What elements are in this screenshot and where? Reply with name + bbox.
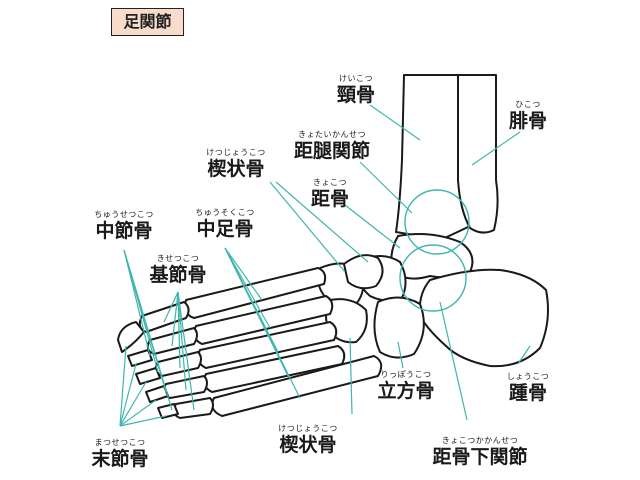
label-cuneiform-bottom-ruby: けつじょうこつ — [278, 424, 338, 433]
joint-circles — [399, 189, 470, 312]
label-distal-phalanx-text: 末節骨 — [91, 448, 149, 470]
label-middle-phalanx: ちゅうせつこつ 中節骨 — [84, 210, 164, 242]
label-fibula-text: 腓骨 — [508, 110, 547, 132]
label-proximal-phalanx-text: 基節骨 — [149, 264, 207, 286]
label-distal-phalanx-ruby: まつせつこつ — [94, 438, 146, 447]
label-tibia-text: 頸骨 — [336, 84, 375, 106]
distal-phalanx-1 — [117, 321, 145, 353]
label-tibia: けいこつ 頸骨 — [326, 74, 386, 106]
label-calcaneus-ruby: しょうこつ — [506, 372, 550, 381]
label-cuneiform-bottom: けつじょうこつ 楔状骨 — [268, 424, 348, 456]
label-cuboid-ruby: りっぽうこつ — [380, 370, 432, 379]
label-cuboid-text: 立方骨 — [377, 380, 435, 402]
label-middle-phalanx-text: 中節骨 — [95, 220, 153, 242]
label-cuneiform-top-text: 楔状骨 — [207, 158, 265, 180]
label-subtalar-joint: きょこつかかんせつ 距骨下関節 — [420, 436, 540, 468]
label-talocrural-joint: きょたいかんせつ 距腿関節 — [284, 130, 380, 162]
label-distal-phalanx: まつせつこつ 末節骨 — [80, 438, 160, 470]
label-proximal-phalanx-ruby: きせつこつ — [156, 254, 200, 263]
talocrural-joint-circle — [404, 189, 470, 255]
cuneiform-bone-3 — [343, 254, 384, 290]
subtalar-joint-circle — [399, 244, 467, 312]
label-talus-text: 距骨 — [310, 188, 349, 210]
leader-lines — [119, 104, 531, 427]
label-subtalar-joint-text: 距骨下関節 — [432, 446, 528, 468]
label-tibia-ruby: けいこつ — [339, 74, 373, 83]
label-metatarsal-text: 中足骨 — [196, 218, 254, 240]
label-metatarsal-ruby: ちゅうそくこつ — [195, 208, 255, 217]
proximal-phalanx-3 — [154, 351, 202, 377]
label-fibula-ruby: ひこつ — [515, 100, 541, 109]
fibula-bone — [457, 74, 499, 234]
label-cuneiform-bottom-text: 楔状骨 — [279, 434, 337, 456]
calcaneus-bone — [418, 268, 549, 368]
label-cuneiform-top-ruby: けつじょうこつ — [206, 148, 266, 157]
label-calcaneus-text: 踵骨 — [508, 382, 547, 404]
label-metatarsal: ちゅうそくこつ 中足骨 — [184, 208, 266, 240]
label-calcaneus: しょうこつ 踵骨 — [498, 372, 558, 404]
label-talocrural-joint-ruby: きょたいかんせつ — [298, 130, 366, 139]
middle-phalanx-3 — [135, 367, 161, 385]
label-talocrural-joint-text: 距腿関節 — [293, 140, 370, 162]
label-cuboid: りっぽうこつ 立方骨 — [368, 370, 444, 402]
label-middle-phalanx-ruby: ちゅうせつこつ — [94, 210, 154, 219]
page-title: 足関節 — [111, 8, 184, 36]
label-cuneiform-top: けつじょうこつ 楔状骨 — [196, 148, 276, 180]
label-talus-ruby: きょこつ — [313, 178, 347, 187]
label-talus: きょこつ 距骨 — [300, 178, 360, 210]
label-proximal-phalanx: きせつこつ 基節骨 — [140, 254, 216, 286]
middle-phalanx-5 — [157, 403, 179, 419]
label-fibula: ひこつ 腓骨 — [498, 100, 558, 132]
label-subtalar-joint-ruby: きょこつかかんせつ — [441, 436, 519, 445]
bone-outlines — [117, 74, 549, 419]
middle-phalanx-2 — [127, 349, 153, 367]
